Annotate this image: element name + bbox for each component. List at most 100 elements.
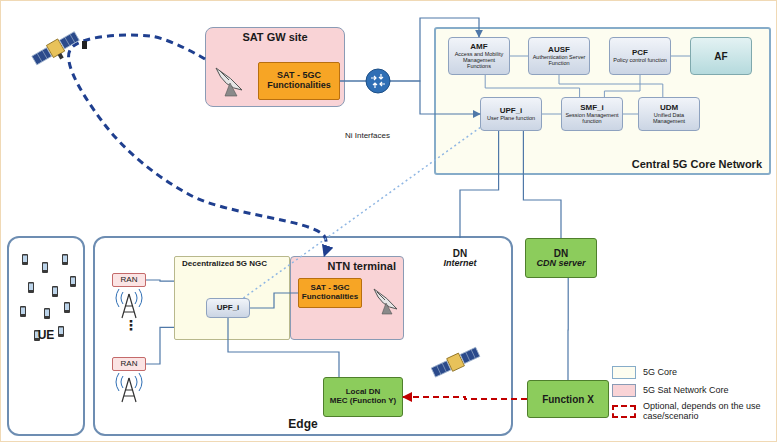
phone-icon [70,276,76,287]
box-text: MEC (Function Y) [330,397,397,406]
box-text: Unified Data Management [641,112,697,124]
box-title: Decentralized 5G NGC [182,260,267,269]
connector [559,75,663,97]
connector [146,280,174,281]
legend: 5G Core 5G Sat Network CoreOptional, depe… [612,366,772,427]
box-title: AUSF [548,46,570,55]
phone-icon [34,330,40,341]
interface-label: Ni Interfaces [345,132,390,141]
connector [243,128,480,298]
function-box: PCFPolicy control function [609,37,671,75]
connector [485,75,579,97]
satellite-icon [430,346,480,379]
connector [604,75,640,97]
core-group-box: Decentralized 5G NGC UPF_i [174,256,290,340]
box-title: PCF [632,49,648,58]
box-title: AF [714,51,727,62]
connector [523,131,561,238]
box-title: UE [38,329,55,342]
box-title: SAT - 5GC Functionalities [301,284,359,302]
phone-group [20,254,76,341]
box-title: RAN [121,276,138,285]
box-title: UPF_i [500,107,523,116]
box-title: SAT GW site [242,31,307,43]
connector [623,114,638,115]
router-icon [366,69,390,93]
legend-text: 5G Core [643,368,767,378]
connector [671,56,690,57]
connector [146,327,174,364]
function-box: SMF_iSession Management function [561,97,623,131]
function-box: Function X [527,380,609,418]
ran-box: RAN [112,357,146,371]
legend-row: Optional, depends on the use case/scenar… [612,402,772,422]
function-box: SAT - 5GC Functionalities [258,62,340,100]
box-title: AMF [470,43,487,52]
connector [567,278,568,380]
connector [340,18,479,81]
connector [542,114,561,115]
phone-icon [52,286,58,297]
box-title: UPF_i [217,304,240,313]
legend-text: Optional, depends on the use case/scenar… [643,402,767,422]
function-box: UPF_i [206,298,250,318]
legend-row: 5G Sat Network Core [612,384,772,397]
box-text: Authentication Server Function [531,54,587,66]
box-title: RAN [121,360,138,369]
antenna-tower [116,373,142,402]
box-text: Policy control function [613,57,667,63]
function-box: UPF_iUser Plane function [480,97,542,131]
dish-antenna [216,68,242,96]
function-box: AUSFAuthentication Server Function [528,37,590,75]
phone-icon [20,306,26,317]
box-text: User Plane function [487,115,535,121]
box-title: DN [554,248,568,259]
phone-icon [28,282,34,293]
phone-icon [44,308,50,319]
antenna-tower [116,289,142,318]
ellipsis-mark: ⋮ [124,318,138,333]
satellite-icon [31,30,83,71]
connector [69,35,327,256]
function-box: SAT - 5GC Functionalities [298,278,362,308]
legend-swatch [612,366,636,379]
function-box: UDMUnified Data Management [638,97,700,131]
phone-icon [64,302,70,313]
connector [228,318,339,377]
legend-row: 5G Core [612,366,772,379]
phone-icon [42,262,48,273]
box-title: SMF_i [580,104,604,113]
box-text: Internet [443,259,476,269]
box-text: Access and Mobility Management Functions [451,51,507,69]
connector [403,397,527,399]
data-network-box: Local DNMEC (Function Y) [323,377,403,417]
dish-antenna [374,289,397,314]
box-title: Central 5G Core Network [632,158,762,170]
box-title: SAT - 5GC Functionalities [261,71,337,91]
legend-text: 5G Sat Network Core [643,386,767,396]
ran-box: RAN [112,273,146,287]
phone-icon [58,326,64,337]
core-network-box: Central 5G Core Network AMFAccess and Mob… [434,27,771,175]
box-title: Local DN [346,388,381,397]
connector [340,81,480,114]
satellite-antenna [82,41,87,49]
function-box: AMFAccess and Mobility Management Functi… [448,37,510,75]
data-network-box: DNCDN server [525,238,597,278]
box-title: NTN terminal [328,260,396,272]
function-box: AF [690,37,752,75]
connector [510,56,528,57]
phone-icon [62,254,68,265]
legend-swatch [612,384,636,397]
box-title: UDM [660,104,678,113]
box-text: Session Management function [564,112,620,124]
box-title: Function X [542,394,594,405]
box-title: DN [453,248,467,259]
box-title: Edge [288,418,317,431]
dashed-sample [612,405,636,418]
connector [460,131,499,238]
phone-icon [22,254,28,265]
connector [250,293,298,308]
